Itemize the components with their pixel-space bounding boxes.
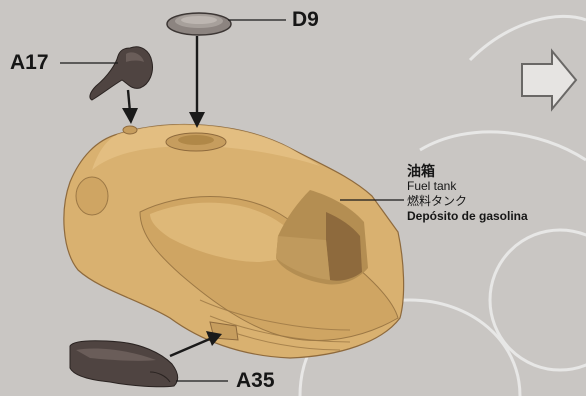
part-name-spanish: Depósito de gasolina: [407, 209, 582, 224]
callout-a35: A35: [236, 370, 275, 391]
next-step-arrow-icon: [522, 51, 576, 109]
part-name-english: Fuel tank: [407, 179, 582, 194]
part-name-chinese: 油箱: [407, 163, 582, 179]
bracket-part: [70, 341, 178, 387]
fuel-tank: [64, 125, 404, 358]
lever-part: [90, 47, 153, 100]
fuel-cap-part: [167, 13, 231, 35]
lever-socket: [123, 126, 137, 134]
callout-a17: A17: [10, 52, 49, 73]
part-name-japanese: 燃料タンク: [407, 194, 582, 209]
callout-d9: D9: [292, 9, 319, 30]
part-name-block: 油箱 Fuel tank 燃料タンク Depósito de gasolina: [407, 163, 582, 224]
